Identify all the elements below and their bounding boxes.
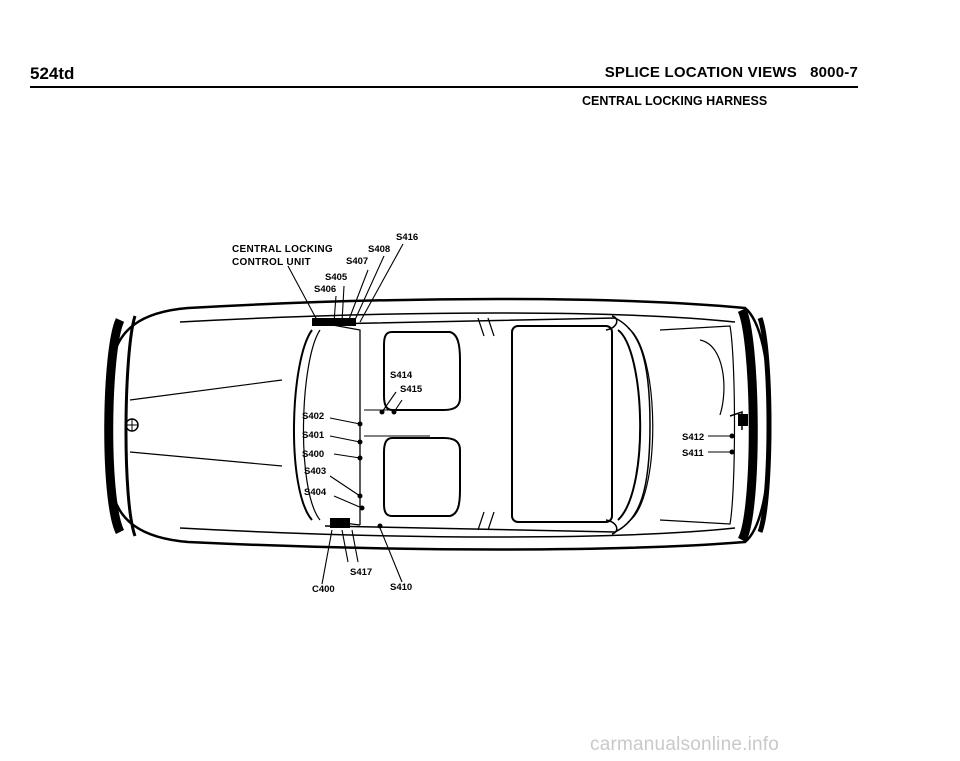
page-id: 524td — [30, 64, 75, 83]
brand-emblem — [125, 418, 139, 432]
label-s404: S404 — [304, 487, 327, 498]
label-s407: S407 — [346, 256, 368, 267]
control-unit-label-line2: CONTROL UNIT — [232, 257, 311, 268]
diagram-subtitle: CENTRAL LOCKING HARNESS — [582, 94, 768, 108]
splice-points — [357, 409, 735, 529]
rear-connector — [738, 414, 748, 426]
control-unit-label-line1: CENTRAL LOCKING — [232, 244, 333, 255]
label-s417: S417 — [350, 567, 372, 578]
label-s403: S403 — [304, 466, 326, 477]
leader-lines — [287, 243, 732, 585]
header-rule — [30, 86, 858, 88]
label-s415: S415 — [400, 384, 423, 395]
label-s400: S400 — [302, 449, 324, 460]
label-s405: S405 — [325, 272, 348, 283]
label-s412: S412 — [682, 432, 704, 443]
watermark: carmanualsonline.info — [590, 734, 780, 755]
label-s416: S416 — [396, 232, 418, 243]
label-s410: S410 — [390, 582, 412, 593]
label-s401: S401 — [302, 430, 325, 441]
label-s406: S406 — [314, 284, 336, 295]
c400-connector — [330, 518, 350, 528]
label-s408: S408 — [368, 244, 390, 255]
label-s402: S402 — [302, 411, 324, 422]
label-s414: S414 — [390, 370, 413, 381]
label-s411: S411 — [682, 448, 704, 459]
section-title: SPLICE LOCATION VIEWS 8000-7 — [604, 64, 858, 81]
label-c400: C400 — [312, 584, 335, 595]
car-body — [104, 297, 772, 551]
